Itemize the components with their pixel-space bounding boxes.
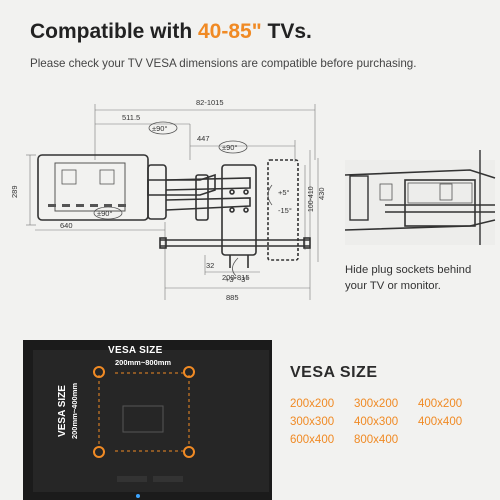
socket-note-line1: Hide plug sockets behind [345,264,472,276]
tv-led [136,494,140,498]
vesa-size-item: 800x400 [354,434,399,446]
articulating-arms [147,164,251,221]
tv-ports [117,476,147,482]
mount-diagram: 82-1015 511.5 ±90° 447 ±90° 289 ±90° 640… [10,98,496,302]
title-prefix: Compatible with [30,20,198,43]
tv-rear-label [122,405,164,433]
angle-tilt-up: +5° [278,188,290,197]
dim-height: 289 [10,185,19,198]
angle-tilt-down: -15° [278,206,292,215]
dim-total-height: 430 [317,187,326,200]
vesa-size-item: 400x300 [354,416,399,428]
tv-vesa-panel [23,340,272,500]
dimension-lines [26,104,319,300]
dim-arm-length: 511.5 [122,113,140,122]
dim-overall-width: 82-1015 [196,98,224,107]
angle-rotation: +3° -3° [225,275,248,284]
angle-arcs [93,121,273,277]
angle-swivel-left: ±90° [152,124,167,133]
socket-note-line2: your TV or monitor. [345,280,441,292]
page-title: Compatible with 40-85" TVs. [30,20,312,44]
vesa-size-item: 400x400 [418,416,463,428]
page-subtitle: Please check your TV VESA dimensions are… [30,57,417,70]
vesa-size-item: 400x200 [418,398,463,410]
vesa-size-item: 600x400 [290,434,335,446]
vesa-panel-height-label: VESA SIZE 200mm~400mm [57,383,79,439]
vesa-size-item: 300x200 [354,398,399,410]
dim-base-width: 885 [226,293,239,302]
vesa-panel-height-range: 200mm~400mm [70,382,80,440]
angle-swivel-bottom: ±90° [97,209,112,218]
tv-ports-2 [153,476,183,482]
vesa-pattern [93,366,195,498]
tv-back [33,350,269,492]
vesa-size-title: VESA SIZE [290,364,378,381]
dim-plate-width: 200-815 [222,273,250,282]
vesa-guide-lines [98,372,190,452]
vesa-panel-title: VESA SIZE [108,345,163,356]
socket-note: Hide plug sockets behind your TV or moni… [345,262,471,294]
socket-inset [344,150,496,245]
vesa-panel-width-range: 200mm~800mm [115,358,172,367]
angle-swivel-right: ±90° [222,143,237,152]
vesa-panel-height-title: VESA SIZE [57,385,69,437]
title-suffix: TVs. [261,20,312,43]
tv-bracket [159,159,311,268]
vesa-size-list: 200x200 300x200 400x200 300x300 400x300 … [290,396,490,448]
vesa-mount-holes [93,366,195,458]
dim-plate-height: 100-410 [308,186,315,212]
vesa-size-item: 300x300 [290,416,335,428]
dim-arm-extension: 447 [197,134,210,143]
wall-plate [37,154,149,221]
dim-depth: 640 [60,221,73,230]
dim-spacing: 32 [206,261,214,270]
vesa-size-item: 200x200 [290,398,335,410]
title-size-range: 40-85" [198,20,262,43]
